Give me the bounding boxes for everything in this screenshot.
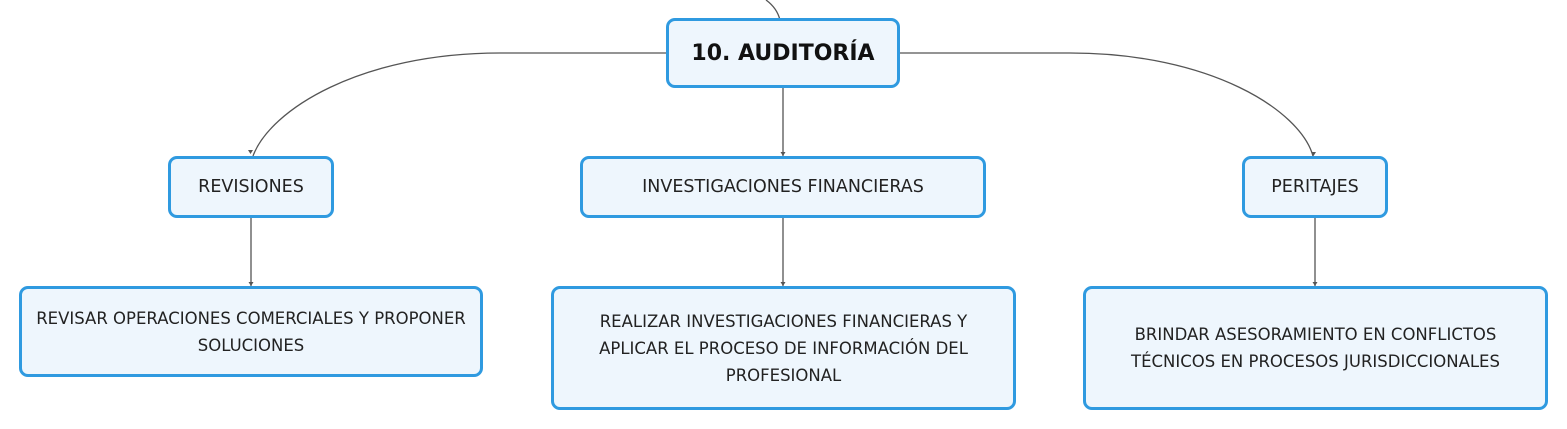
root-node[interactable]: 10. AUDITORÍA	[666, 18, 900, 88]
subtopic-node-peritajes[interactable]: BRINDAR ASESORAMIENTO EN CONFLICTOS TÉCN…	[1083, 286, 1548, 410]
arrowhead-investigaciones	[780, 152, 786, 156]
subtopic-text: BRINDAR ASESORAMIENTO EN CONFLICTOS TÉCN…	[1131, 325, 1500, 371]
connector-parent-to-root	[765, 0, 781, 21]
connector-root-to-peritajes	[900, 52, 1314, 157]
arrowhead-peritajes-detail	[1312, 282, 1318, 286]
topic-label: PERITAJES	[1271, 177, 1359, 197]
arrowhead-investigaciones-detail	[780, 282, 786, 286]
topic-node-peritajes[interactable]: PERITAJES	[1242, 156, 1388, 218]
arrowhead-revisiones-detail	[248, 282, 254, 286]
topic-node-revisiones[interactable]: REVISIONES	[168, 156, 334, 218]
subtopic-node-revisiones[interactable]: REVISAR OPERACIONES COMERCIALES Y PROPON…	[19, 286, 483, 377]
arrowhead-peritajes	[1311, 152, 1316, 156]
root-node-label: 10. AUDITORÍA	[691, 40, 875, 66]
connector-root-to-revisiones	[252, 52, 666, 157]
subtopic-text: REVISAR OPERACIONES COMERCIALES Y PROPON…	[36, 308, 466, 355]
topic-node-investigaciones[interactable]: INVESTIGACIONES FINANCIERAS	[580, 156, 986, 218]
topic-label: INVESTIGACIONES FINANCIERAS	[642, 177, 924, 197]
arrowhead-revisiones	[248, 150, 253, 154]
topic-label: REVISIONES	[198, 177, 304, 197]
subtopic-text: REALIZAR INVESTIGACIONES FINANCIERAS Y A…	[599, 311, 968, 385]
subtopic-node-investigaciones[interactable]: REALIZAR INVESTIGACIONES FINANCIERAS Y A…	[551, 286, 1016, 410]
